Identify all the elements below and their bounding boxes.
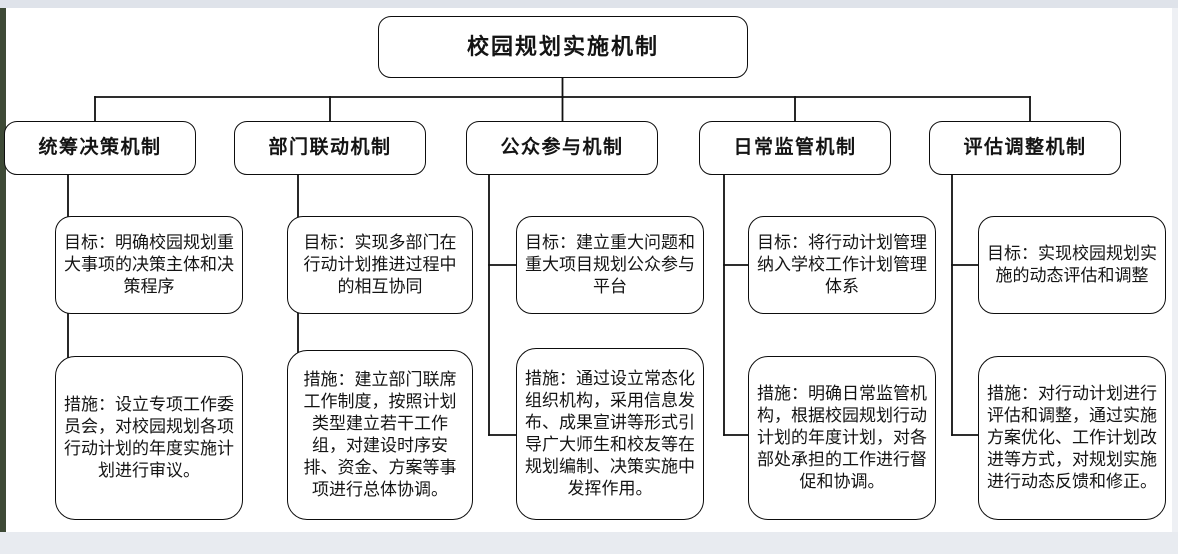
window-bottom-strip — [0, 532, 1178, 554]
branch-goal-5[interactable]: 目标：实现校园规划实施的动态评估和调整 — [978, 216, 1166, 314]
branch-measure-text-2: 措施：建立部门联席工作制度，按照计划类型建立若干工作组，对建设时序安排、资金、方… — [303, 369, 457, 500]
window-top-strip — [0, 0, 1178, 8]
branch-title-1[interactable]: 统筹决策机制 — [4, 121, 196, 175]
branch-goal-text-5: 目标：实现校园规划实施的动态评估和调整 — [987, 243, 1157, 285]
branch-title-label-5: 评估调整机制 — [963, 136, 1087, 158]
root-node-label: 校园规划实施机制 — [466, 33, 659, 59]
branch-title-3[interactable]: 公众参与机制 — [466, 121, 658, 175]
branch-measure-4[interactable]: 措施：明确日常监管机构，根据校园规划行动计划的年度计划，对各部处承担的工作进行督… — [748, 356, 936, 520]
branch-measure-1[interactable]: 措施：设立专项工作委员会，对校园规划各项行动计划的年度实施计划进行审议。 — [55, 356, 243, 520]
branch-title-label-1: 统筹决策机制 — [38, 136, 162, 158]
branch-title-label-3: 公众参与机制 — [500, 136, 624, 158]
branch-measure-text-3: 措施：通过设立常态化组织机构，采用信息发布、成果宣讲等形式引导广大师生和校友等在… — [525, 368, 695, 499]
branch-title-label-4: 日常监管机制 — [733, 136, 857, 158]
page-right-gutter — [1172, 8, 1178, 532]
branch-goal-2[interactable]: 目标：实现多部门在行动计划推进过程中的相互协同 — [287, 216, 473, 314]
branch-measure-text-5: 措施：对行动计划进行评估和调整，通过实施方案优化、工作计划改进等方式，对规划实施… — [987, 383, 1157, 492]
branch-measure-3[interactable]: 措施：通过设立常态化组织机构，采用信息发布、成果宣讲等形式引导广大师生和校友等在… — [516, 348, 704, 520]
branch-measure-text-1: 措施：设立专项工作委员会，对校园规划各项行动计划的年度实施计划进行审议。 — [64, 394, 234, 481]
branch-goal-text-4: 目标：将行动计划管理纳入学校工作计划管理体系 — [757, 232, 927, 297]
branch-title-5[interactable]: 评估调整机制 — [929, 121, 1121, 175]
branch-goal-3[interactable]: 目标：建立重大问题和重大项目规划公众参与平台 — [516, 216, 704, 314]
branch-title-4[interactable]: 日常监管机制 — [699, 121, 891, 175]
branch-measure-2[interactable]: 措施：建立部门联席工作制度，按照计划类型建立若干工作组，对建设时序安排、资金、方… — [287, 350, 473, 520]
branch-measure-5[interactable]: 措施：对行动计划进行评估和调整，通过实施方案优化、工作计划改进等方式，对规划实施… — [978, 356, 1166, 520]
branch-goal-text-2: 目标：实现多部门在行动计划推进过程中的相互协同 — [303, 232, 457, 297]
branch-goal-1[interactable]: 目标：明确校园规划重大事项的决策主体和决策程序 — [55, 216, 243, 314]
branch-measure-text-4: 措施：明确日常监管机构，根据校园规划行动计划的年度计划，对各部处承担的工作进行督… — [757, 383, 927, 492]
branch-goal-text-1: 目标：明确校园规划重大事项的决策主体和决策程序 — [64, 232, 234, 297]
branch-goal-4[interactable]: 目标：将行动计划管理纳入学校工作计划管理体系 — [748, 216, 936, 314]
branch-title-2[interactable]: 部门联动机制 — [234, 121, 426, 175]
branch-goal-text-3: 目标：建立重大问题和重大项目规划公众参与平台 — [525, 232, 695, 297]
branch-title-label-2: 部门联动机制 — [268, 136, 392, 158]
root-node[interactable]: 校园规划实施机制 — [378, 16, 748, 78]
